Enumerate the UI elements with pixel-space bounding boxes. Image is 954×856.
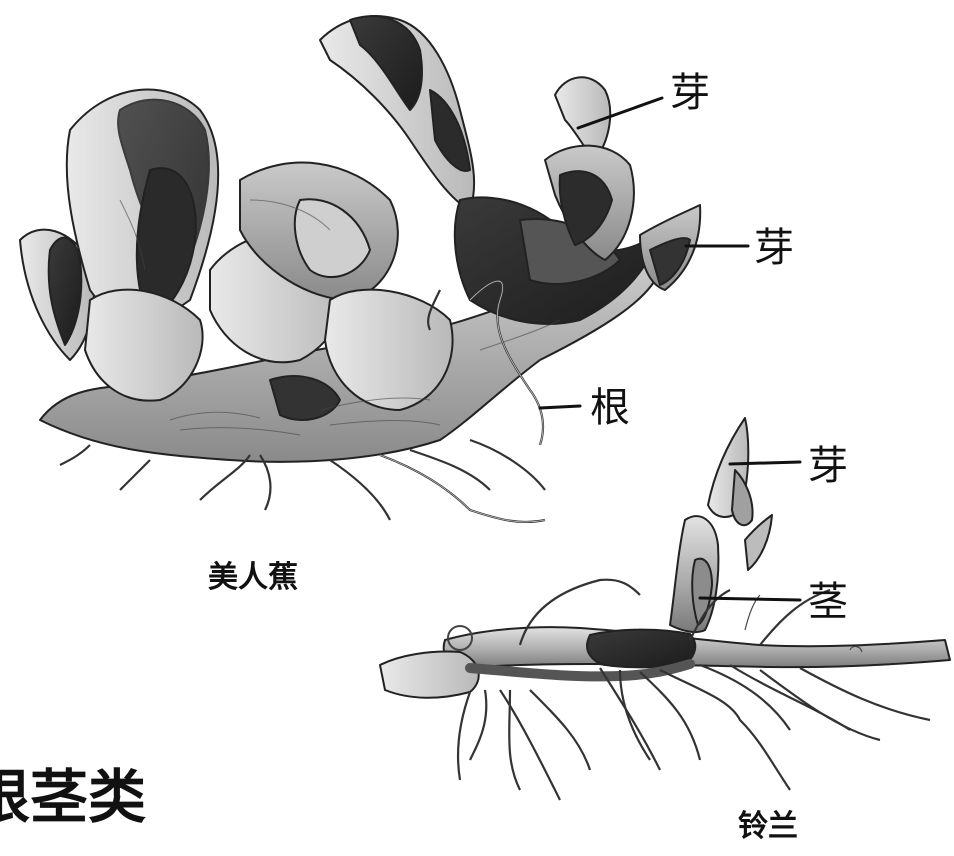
leader-lily-stem [700, 598, 800, 600]
leader-canna-root [540, 406, 580, 408]
section-title: 根茎类 [0, 768, 146, 826]
label-canna-bud-2: 芽 [754, 228, 794, 268]
label-lily-stem: 茎 [808, 582, 848, 622]
caption-canna: 美人蕉 [208, 563, 298, 593]
label-lily-bud: 芽 [808, 446, 848, 486]
leader-lily-bud [730, 462, 800, 464]
lily-rhizome-drawing [380, 418, 950, 800]
label-canna-root: 根 [590, 388, 630, 428]
caption-lily: 铃兰 [738, 812, 798, 842]
canna-rhizome-drawing [20, 16, 700, 522]
label-canna-bud-1: 芽 [670, 73, 710, 113]
